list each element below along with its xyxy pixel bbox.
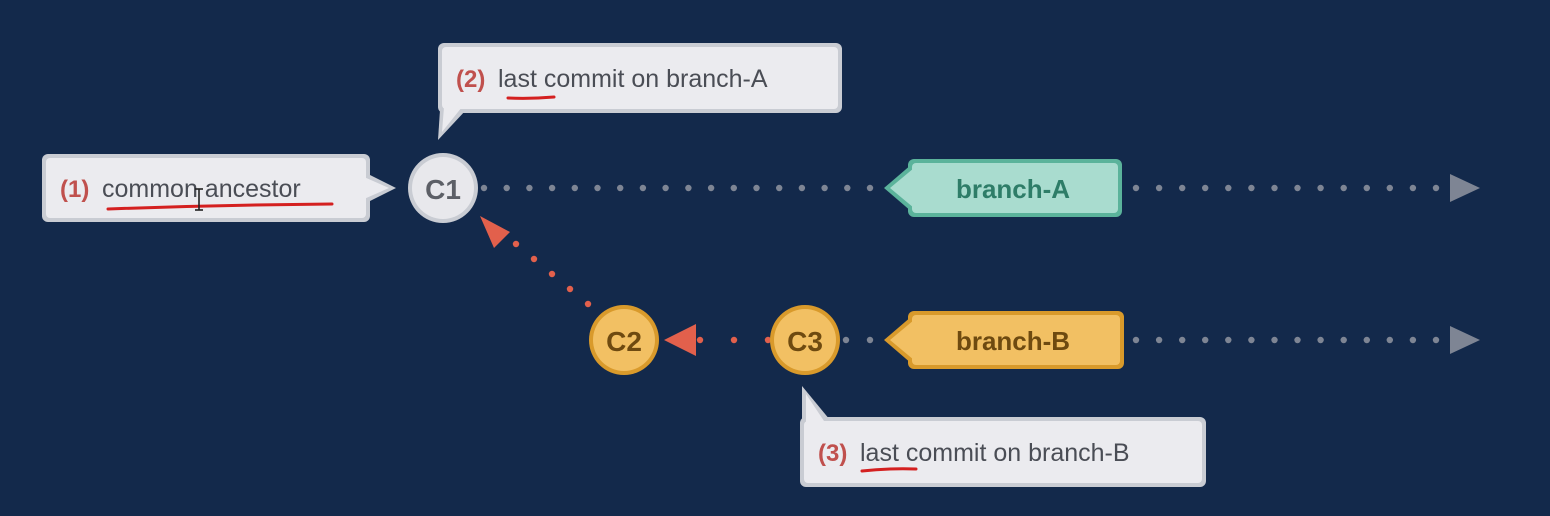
connector-dot	[1386, 336, 1394, 344]
connector-dot	[821, 184, 828, 192]
connector-dot	[1179, 184, 1186, 192]
connector-dot	[1409, 336, 1417, 344]
connector-dot	[1432, 336, 1440, 344]
connector-dot	[1432, 184, 1440, 192]
highlight-underline	[506, 95, 556, 100]
commit-c2[interactable]: C2	[589, 305, 659, 375]
commit-label: C3	[787, 326, 823, 357]
connector-dot	[530, 255, 538, 263]
connector-dot	[1294, 336, 1301, 344]
connector-dot	[662, 184, 669, 192]
connector-dot	[764, 336, 772, 344]
connector-dot	[730, 336, 738, 344]
connector-dot	[1317, 336, 1324, 344]
parent-link-c2-c1	[512, 240, 592, 308]
branch-name: branch-A	[956, 174, 1070, 204]
connector-dot	[594, 184, 601, 192]
connector-dot	[866, 184, 874, 192]
connector-dot	[1340, 336, 1347, 344]
connector-dot	[1248, 184, 1255, 192]
callout-common-ancestor: (1) common ancestor	[42, 154, 396, 222]
connector-dot	[798, 184, 806, 192]
arrow-right-icon	[1450, 326, 1480, 354]
connector-dot	[844, 184, 851, 192]
connector-dot	[1294, 184, 1301, 192]
connector-dot	[617, 184, 624, 192]
connector-dot	[548, 184, 556, 192]
arrow-left-icon	[664, 324, 696, 356]
branch-a-timeline	[480, 184, 874, 192]
connector-dot	[707, 184, 715, 192]
commit-label: C2	[606, 326, 642, 357]
connector-dot	[1202, 184, 1209, 192]
connector-dot	[842, 336, 850, 344]
connector-dot	[776, 184, 783, 192]
connector-dot	[639, 184, 647, 192]
connector-dot	[1202, 336, 1209, 344]
arrow-right-icon	[1450, 174, 1480, 202]
callout-number: (2)	[456, 66, 485, 93]
connector-dot	[1271, 336, 1278, 344]
connector-dot	[1363, 184, 1371, 192]
commit-c3[interactable]: C3	[770, 305, 840, 375]
connector-dot	[1248, 336, 1255, 344]
connector-dot	[503, 184, 510, 192]
connector-dot	[1317, 184, 1324, 192]
connector-dot	[512, 240, 520, 248]
callout-text: last commit on branch-A	[498, 65, 768, 93]
connector-dot	[685, 184, 692, 192]
connector-dot	[1225, 336, 1232, 344]
branch-a-timeline-extension	[1132, 184, 1440, 192]
connector-dot	[1155, 336, 1163, 344]
branch-name: branch-B	[956, 326, 1070, 356]
connector-dot	[1386, 184, 1394, 192]
connector-dot	[1179, 336, 1186, 344]
connector-dot	[753, 184, 760, 192]
branch-b-timeline-extension	[1132, 336, 1440, 344]
connector-dot	[584, 300, 592, 308]
connector-dot	[480, 184, 488, 192]
connector-dot	[866, 336, 874, 344]
branch-b-link-c3-c2	[696, 336, 772, 344]
connector-dot	[1409, 184, 1417, 192]
callout-text: last commit on branch-B	[860, 439, 1130, 467]
branch-b-timeline	[842, 336, 874, 344]
connector-dot	[1363, 336, 1371, 344]
highlight-underline	[106, 202, 334, 211]
connector-dot	[696, 336, 704, 344]
branch-label-b[interactable]: branch-B	[884, 311, 1124, 369]
connector-dot	[1340, 184, 1347, 192]
callout-number: (1)	[60, 176, 89, 203]
branch-label-a[interactable]: branch-A	[884, 159, 1122, 217]
connector-dot	[1271, 184, 1278, 192]
callout-last-commit-b: (3) last commit on branch-B	[800, 386, 1206, 487]
connector-dot	[548, 270, 556, 278]
commit-label: C1	[425, 174, 461, 205]
callout-last-commit-a: (2) last commit on branch-A	[438, 43, 842, 140]
connector-dot	[1132, 184, 1140, 192]
callout-number: (3)	[818, 440, 847, 467]
highlight-underline	[860, 467, 918, 473]
commit-c1[interactable]: C1	[408, 153, 478, 223]
connector-dot	[730, 184, 737, 192]
connector-dot	[526, 184, 533, 192]
connector-dot	[1225, 184, 1232, 192]
arrow-up-left-icon	[480, 216, 510, 248]
connector-dot	[1155, 184, 1163, 192]
connector-dot	[571, 184, 578, 192]
connector-dot	[566, 285, 574, 293]
connector-dot	[1132, 336, 1140, 344]
text-cursor-icon	[195, 188, 203, 211]
